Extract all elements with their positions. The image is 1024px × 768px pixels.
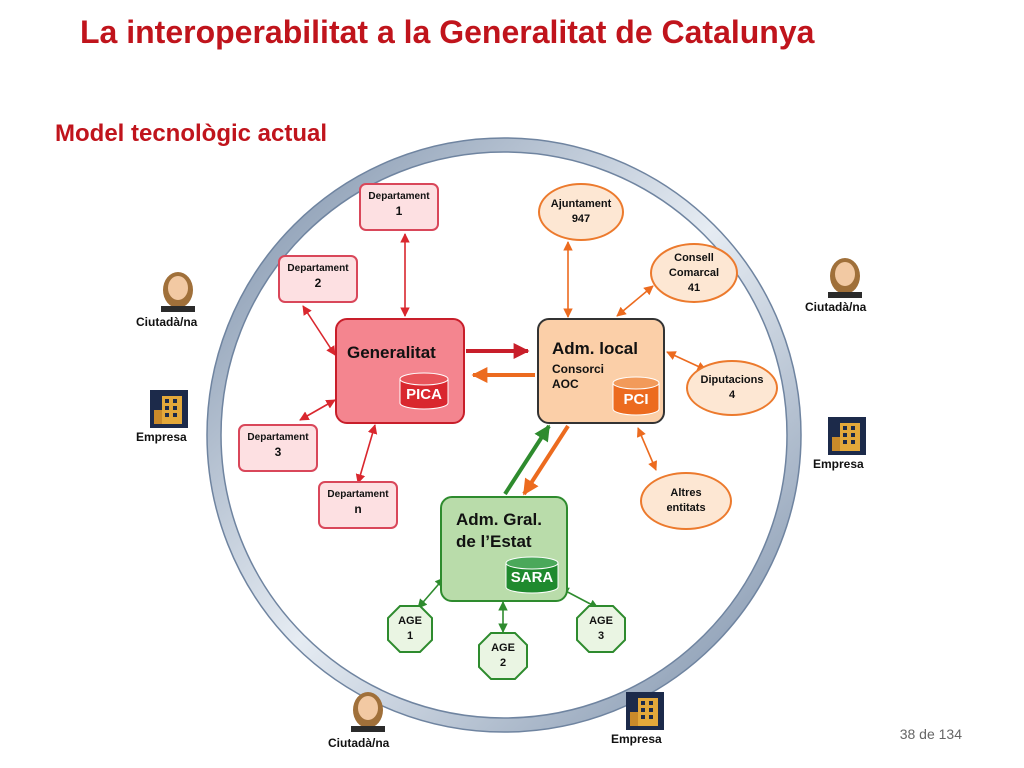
sara-label: SARA (510, 569, 554, 586)
age-unit-label: AGE (491, 642, 515, 654)
woman-icon (351, 692, 385, 732)
citizen-label-left: Ciutadà/na (136, 315, 198, 329)
adm-local-box: Adm. local Consorci AOC PCI (537, 318, 665, 424)
aoc-label: AOC (552, 377, 579, 391)
departament-label: Departament (287, 263, 349, 274)
slide-title: La interoperabilitat a la Generalitat de… (80, 14, 815, 50)
generalitat-box: Generalitat PICA (335, 318, 465, 424)
departament-number: 2 (314, 276, 322, 290)
age1-octagon (387, 605, 433, 653)
arrow-deptn (355, 424, 378, 484)
age-1: AGE 1 (388, 606, 432, 652)
departament-n: Departament n (318, 481, 398, 529)
altres-label: Altres (670, 487, 702, 499)
woman-icon (161, 272, 195, 312)
company-label-right: Empresa (813, 457, 864, 471)
ajuntament-oval: Ajuntament 947 (538, 183, 624, 241)
arrow-local-to-age (522, 424, 570, 496)
diputacions-oval: Diputacions 4 (686, 360, 778, 416)
departament-label: Departament (247, 432, 309, 443)
ajuntament-label: Ajuntament (550, 198, 612, 210)
age-label-line2: de l’Estat (456, 532, 532, 551)
adm-local-label: Adm. local (552, 339, 638, 358)
departament-2: Departament 2 (278, 255, 358, 303)
arrow-age1 (417, 577, 445, 609)
database-icon (612, 376, 660, 416)
departament-label: Departament (327, 489, 389, 500)
departament-3: Departament 3 (238, 424, 318, 472)
building-icon (828, 417, 866, 455)
departament-number: 1 (395, 204, 403, 218)
age2-octagon (478, 632, 528, 680)
ajuntament-count: 947 (571, 213, 591, 225)
age-unit-label: AGE (398, 615, 422, 627)
outer-ring (207, 138, 801, 732)
age-unit-label: AGE (589, 615, 613, 627)
age-unit-number: 1 (406, 630, 414, 642)
citizen-label-right: Ciutadà/na (805, 300, 867, 314)
entitats-label: entitats (666, 502, 706, 514)
page-number: 38 de 134 (899, 726, 962, 742)
departament-label: Departament (368, 191, 430, 202)
age-2: AGE 2 (479, 633, 527, 679)
woman-icon (828, 258, 862, 298)
generalitat-label: Generalitat (347, 343, 436, 362)
diputacions-count: 4 (728, 389, 736, 401)
age3-octagon (576, 605, 626, 653)
company-label-left: Empresa (136, 430, 187, 444)
age-unit-number: 3 (597, 630, 605, 642)
arrow-consell (616, 285, 654, 317)
consell-label: Consell (674, 251, 714, 264)
departament-1: Departament 1 (359, 183, 439, 231)
database-icon (399, 372, 449, 410)
pci-label: PCI (623, 391, 649, 408)
age-unit-number: 2 (499, 657, 507, 669)
building-icon (150, 390, 188, 428)
citizen-label-bottom: Ciutadà/na (328, 736, 390, 750)
diputacions-label: Diputacions (700, 374, 764, 386)
company-label-bottom: Empresa (611, 732, 662, 746)
altres-entitats-oval: Altres entitats (640, 472, 732, 530)
age-3: AGE 3 (577, 606, 625, 652)
slide-subtitle: Model tecnològic actual (55, 120, 328, 147)
arrow-altres (636, 427, 658, 471)
arrow-dept2 (302, 305, 336, 356)
building-icon (626, 692, 664, 730)
departament-number: 3 (274, 445, 282, 459)
consorci-label: Consorci (552, 362, 605, 376)
age-label-line1: Adm. Gral. (456, 510, 542, 529)
comarcal-label: Comarcal (668, 266, 720, 279)
pica-label: PICA (406, 386, 442, 403)
departament-number: n (354, 502, 362, 516)
consell-count: 41 (687, 281, 701, 294)
arrow-dept3 (299, 399, 336, 421)
database-icon (505, 556, 559, 594)
age-box: Adm. Gral. de l’Estat SARA (440, 496, 568, 602)
consell-comarcal-oval: Consell Comarcal 41 (650, 243, 738, 303)
arrow-age-to-local (503, 424, 551, 496)
